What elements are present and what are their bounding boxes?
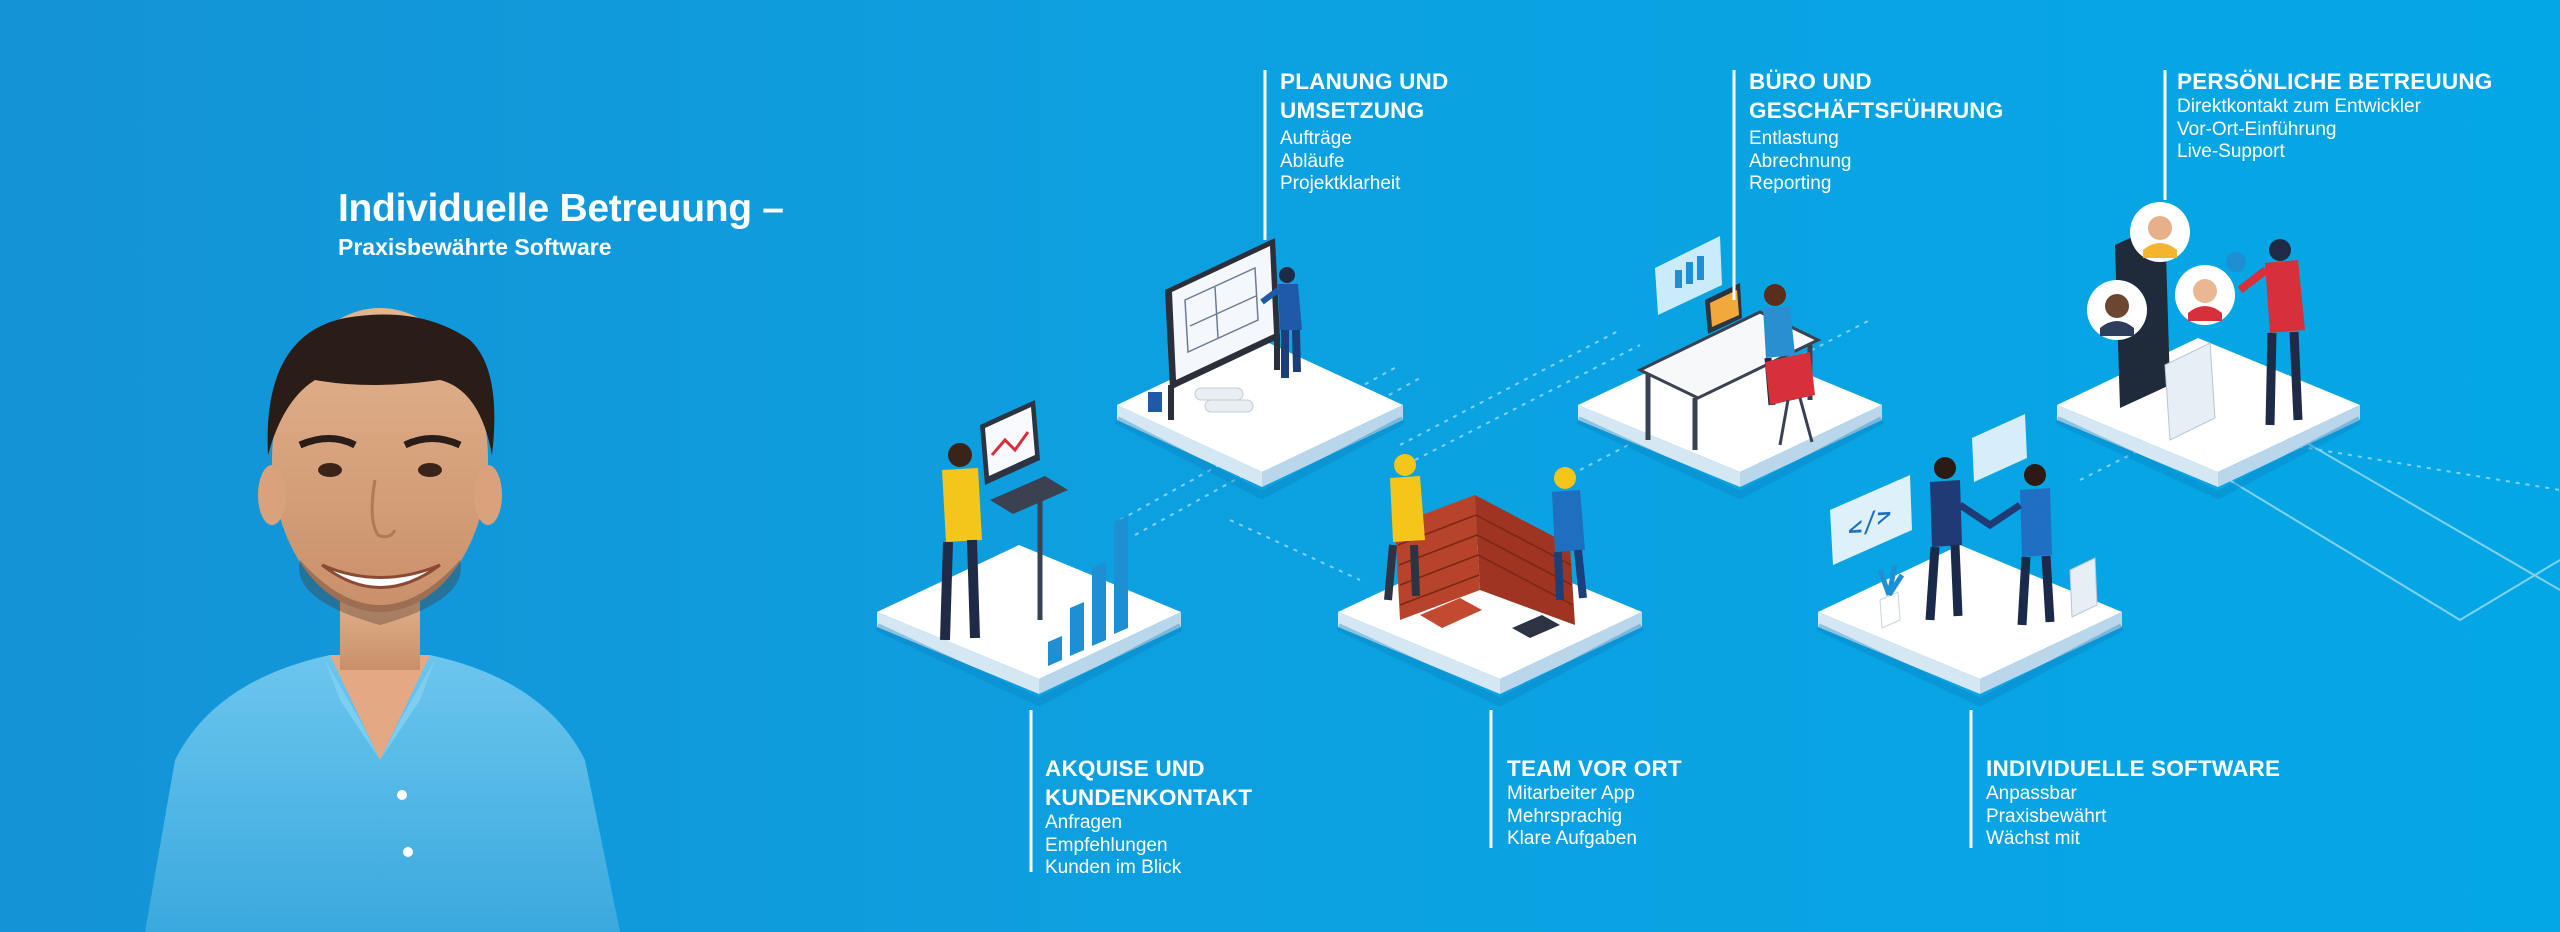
platform-akquise [875, 400, 1183, 707]
list-item: Kunden im Blick [1045, 857, 1182, 878]
list-item: Abrechnung [1749, 150, 1852, 172]
section-title-line2: GESCHÄFTSFÜHRUNG [1749, 98, 2004, 123]
section-title: TEAM VOR ORT [1507, 756, 1682, 781]
list-item: Mehrsprachig [1507, 805, 1623, 827]
section-title: INDIVIDUELLE SOFTWARE [1986, 756, 2281, 781]
list-item: Mitarbeiter App [1507, 783, 1635, 804]
list-item: Vor-Ort-Einführung [2177, 118, 2337, 140]
list-item: Projektklarheit [1280, 173, 1401, 194]
person-photo [145, 308, 620, 932]
list-item: Abläufe [1280, 150, 1345, 172]
list-item: Klare Aufgaben [1507, 828, 1637, 849]
list-item: Direktkontakt zum Entwickler [2177, 96, 2421, 117]
page-title: Individuelle Betreuung – [338, 187, 784, 230]
list-item: Entlastung [1749, 128, 1839, 149]
list-item: Praxisbewährt [1986, 805, 2107, 827]
list-item: Live-Support [2177, 141, 2285, 162]
platform-planung [1115, 238, 1405, 500]
section-title-line2: UMSETZUNG [1280, 98, 1425, 123]
list-item: Anpassbar [1986, 783, 2077, 804]
section-title: PERSÖNLICHE BETREUUNG [2177, 69, 2493, 94]
section-title: BÜRO UND [1749, 69, 1872, 94]
section-title-line2: KUNDENKONTAKT [1045, 785, 1253, 810]
platform-buero [1576, 236, 1884, 500]
label-lines [1029, 70, 2167, 872]
list-item: Wächst mit [1986, 828, 2080, 849]
list-item: Reporting [1749, 173, 1832, 194]
platform-team [1336, 454, 1644, 707]
page-subtitle: Praxisbewährte Software [338, 234, 612, 260]
section-title: AKQUISE UND [1045, 756, 1205, 781]
platform-software [1816, 414, 2124, 707]
headline-block: Individuelle Betreuung – Praxisbewährte … [338, 186, 784, 262]
platform-persoenlich [2055, 202, 2362, 500]
list-item: Anfragen [1045, 812, 1123, 833]
list-item: Empfehlungen [1045, 834, 1168, 856]
connector-lines [1119, 319, 2560, 622]
section-title: PLANUNG UND [1280, 69, 1449, 94]
list-item: Aufträge [1280, 128, 1352, 149]
